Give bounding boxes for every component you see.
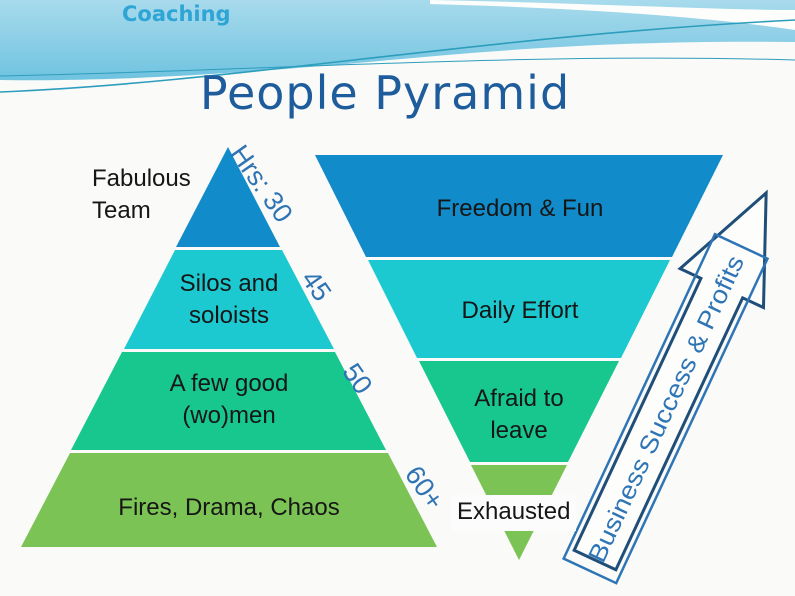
header-blue-band <box>0 0 795 81</box>
left-pyramid-tier-4-shape <box>21 453 437 547</box>
right-pyramid-tier-2-label: Daily Effort <box>461 297 579 324</box>
page-title: People Pyramid <box>199 66 571 120</box>
arrow-outline-shape <box>572 189 768 572</box>
header-white-swoosh <box>430 0 795 30</box>
left-pyramid-tier-3-label: A few good (wo)men <box>169 370 289 429</box>
brand-text: Coaching <box>122 2 231 26</box>
right-pyramid-tier-1-label: Freedom & Fun <box>436 195 604 222</box>
left-pyramid-tier-3-shape <box>71 352 386 450</box>
left-pyramid <box>21 147 437 547</box>
arrow-label-box <box>561 232 770 585</box>
left-pyramid-tier-1-shape <box>176 147 280 247</box>
left-pyramid-tier-2-label: Silos and soloists <box>179 270 279 329</box>
left-pyramid-tier-2-shape <box>124 250 334 349</box>
header-wave-line-1 <box>0 19 795 93</box>
right-pyramid-tier-2-shape <box>368 260 670 358</box>
right-pyramid-tier-4-label: Exhausted <box>451 495 577 531</box>
right-pyramid-tier-3-label: Afraid to leave <box>474 385 564 444</box>
header-wave-line-2 <box>0 57 795 77</box>
header-wave-banner <box>0 0 795 93</box>
right-pyramid-tier-3-shape <box>419 361 619 462</box>
left-pyramid-tier-4-label: Fires, Drama, Chaos <box>118 494 340 521</box>
right-pyramid-tier-1-shape <box>315 155 723 257</box>
left-pyramid-tier-1-label: Fabulous Team <box>92 165 191 224</box>
